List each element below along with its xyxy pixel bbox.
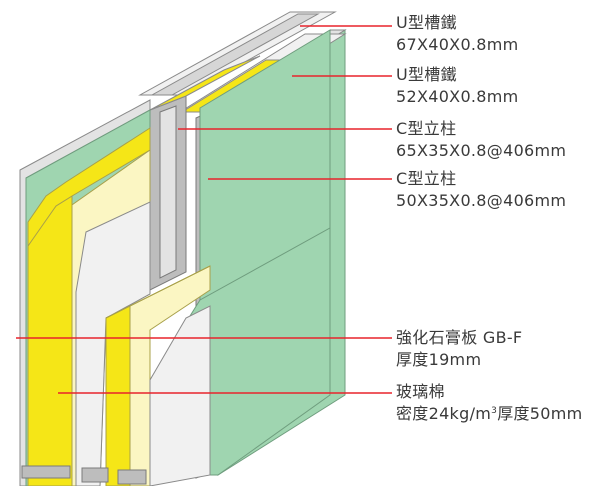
label-u-channel-52: U型槽鐵 52X40X0.8mm: [396, 64, 519, 108]
label-c-stud-50: C型立柱 50X35X0.8@406mm: [396, 168, 566, 212]
label-c-stud-65-name: C型立柱: [396, 119, 457, 138]
label-glass-wool-cubed: 3: [491, 406, 498, 416]
label-glass-wool-density: 密度24kg/m: [396, 404, 492, 423]
label-u-channel-67-name: U型槽鐵: [396, 13, 457, 32]
bottom-channel-3: [117, 469, 147, 485]
label-u-channel-52-spec: 52X40X0.8mm: [396, 87, 519, 106]
front-insulation-top: [149, 55, 261, 111]
label-glass-wool: 玻璃棉 密度24kg/m3厚度50mm: [396, 381, 583, 425]
lower-insulation-top: [105, 265, 211, 319]
label-c-stud-50-spec: 50X35X0.8@406mm: [396, 191, 567, 210]
front-lower-gypsum-board: [75, 201, 151, 486]
label-c-stud-65: C型立柱 65X35X0.8@406mm: [396, 118, 566, 162]
front-insulation-edge: [27, 195, 73, 486]
label-c-stud-50-name: C型立柱: [396, 169, 457, 188]
label-glass-wool-thickness: 厚度50mm: [497, 404, 583, 423]
bottom-channel-2: [81, 467, 109, 483]
label-u-channel-52-name: U型槽鐵: [396, 65, 457, 84]
lower-insulation-edge: [105, 305, 131, 486]
label-c-stud-65-spec: 65X35X0.8@406mm: [396, 141, 567, 160]
label-u-channel-67: U型槽鐵 67X40X0.8mm: [396, 12, 519, 56]
label-gypsum-board: 強化石膏板 GB-F 厚度19mm: [396, 327, 522, 371]
label-u-channel-67-spec: 67X40X0.8mm: [396, 35, 519, 54]
front-insulation-edge-top: [27, 127, 151, 248]
label-glass-wool-spec: 密度24kg/m3厚度50mm: [396, 403, 583, 425]
c-stud-65-lip: [159, 105, 177, 279]
bottom-channel-1: [21, 465, 71, 479]
lower-gypsum-board: [149, 305, 211, 486]
label-gypsum-board-spec: 厚度19mm: [396, 350, 482, 369]
label-glass-wool-name: 玻璃棉: [396, 382, 445, 401]
u-channel-67-inner: [150, 13, 320, 96]
label-gypsum-board-name: 強化石膏板 GB-F: [396, 328, 523, 347]
